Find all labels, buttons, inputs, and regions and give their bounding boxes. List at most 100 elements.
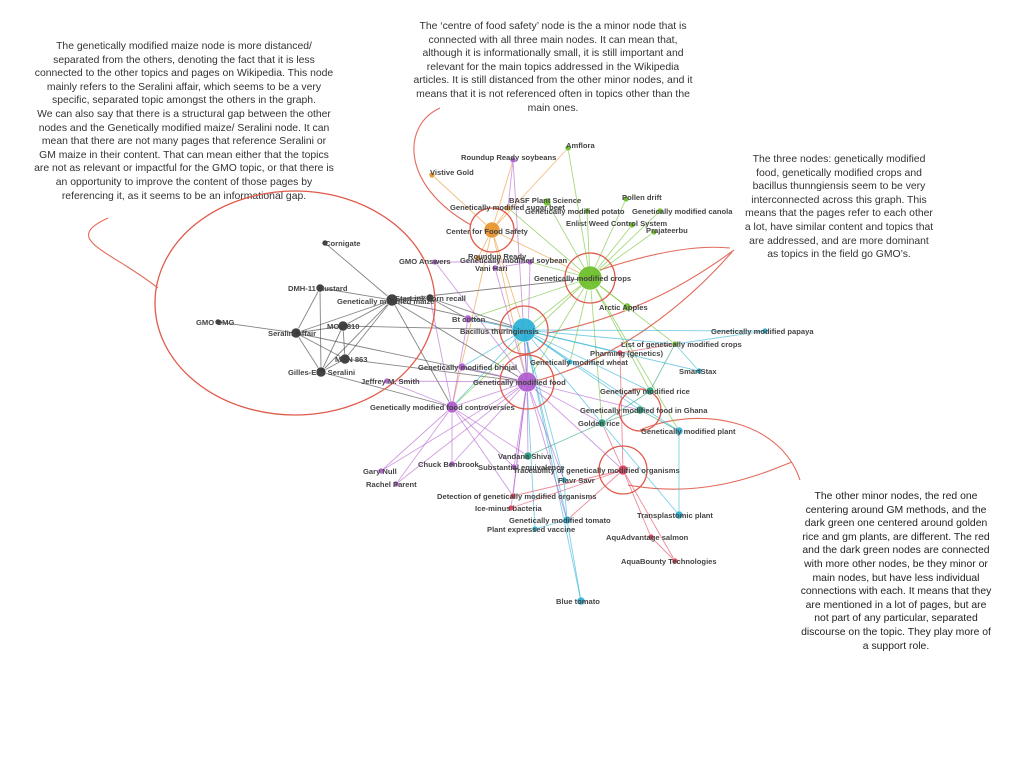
- node-vaccine[interactable]: [531, 525, 539, 533]
- node-label-soundready: Roundup Ready: [468, 252, 527, 261]
- edge-trace-golden: [601, 422, 624, 471]
- node-enlist[interactable]: [628, 221, 636, 229]
- edge-crops-listcrops: [589, 277, 676, 345]
- node-golden[interactable]: [597, 418, 607, 428]
- annotation-center-food-safety: The ‘centre of food safety’ node is the …: [413, 21, 693, 114]
- node-prajateerbu[interactable]: [650, 228, 658, 236]
- node-plant[interactable]: [674, 426, 684, 436]
- node-sugarbeet[interactable]: [504, 204, 512, 212]
- node-wheat[interactable]: [566, 358, 574, 366]
- node-trace[interactable]: [617, 464, 629, 476]
- node-canola[interactable]: [656, 207, 664, 215]
- callout-line-3: [547, 249, 735, 334]
- node-cfs[interactable]: [483, 221, 501, 239]
- node-vanhari[interactable]: [491, 264, 499, 272]
- node-pollen[interactable]: [622, 195, 630, 203]
- node-rice[interactable]: [645, 386, 655, 396]
- node-label-sugarbeet: Genetically modified sugar beet: [450, 203, 565, 212]
- edge-bt-plant: [523, 329, 680, 432]
- node-label-tomato: Genetically modified tomato: [509, 516, 611, 525]
- node-flavr[interactable]: [560, 476, 568, 484]
- node-label-flavr: Flavr Savr: [558, 476, 595, 485]
- node-label-basf: BASF Plant Science: [509, 196, 581, 205]
- node-transplast[interactable]: [674, 510, 684, 520]
- node-detection[interactable]: [509, 492, 517, 500]
- edge-gmmaize-ser: [295, 299, 393, 334]
- node-label-brinjal: Genetically modified brinjal: [418, 363, 517, 372]
- edge-crops-sugarbeet: [507, 207, 591, 279]
- node-aquab[interactable]: [671, 557, 679, 565]
- edge-gmmaize-food: [391, 299, 528, 383]
- node-pharming[interactable]: [616, 349, 624, 357]
- node-label-arctic: Arctic Apples: [599, 303, 648, 312]
- edge-ser-food: [295, 332, 528, 383]
- node-gmodmg[interactable]: [214, 318, 222, 326]
- edge-tomato-blue: [566, 519, 582, 602]
- node-label-detection: Detection of genetically modified organi…: [437, 492, 597, 501]
- node-controv[interactable]: [445, 400, 459, 414]
- node-rachel[interactable]: [392, 480, 400, 488]
- node-amflora[interactable]: [564, 144, 572, 152]
- edge-cfs-bt: [491, 229, 525, 331]
- highlight-ghana: [618, 388, 662, 432]
- node-label-vistive: Vistive Gold: [430, 168, 474, 177]
- highlight-trace: [598, 445, 648, 495]
- node-label-amflora: Amflora: [566, 141, 595, 150]
- edge-crops-controv: [451, 277, 591, 408]
- edge-gmmaize-gilles: [320, 299, 393, 373]
- edge-controv-detection: [451, 406, 514, 497]
- node-mon810[interactable]: [337, 320, 349, 332]
- node-chuck[interactable]: [448, 460, 456, 468]
- node-gmoans[interactable]: [431, 258, 439, 266]
- node-ser[interactable]: [290, 327, 302, 339]
- node-aquadv[interactable]: [647, 533, 655, 541]
- node-soundready[interactable]: [474, 254, 482, 262]
- edge-starlink-bt: [429, 297, 525, 331]
- node-starlink[interactable]: [425, 293, 435, 303]
- edge-gilles-controv: [320, 371, 453, 408]
- node-label-pharming: Pharming (genetics): [590, 349, 663, 358]
- node-label-vaccine: Plant expressed vaccine: [487, 525, 575, 534]
- graph-nodes: [214, 144, 769, 606]
- node-label-bt: Bacillus thuringiensis: [460, 327, 539, 336]
- node-ghana[interactable]: [635, 405, 645, 415]
- node-listcrops[interactable]: [671, 340, 679, 348]
- node-btcotton[interactable]: [463, 314, 473, 324]
- node-tomato[interactable]: [562, 515, 572, 525]
- node-papaya[interactable]: [761, 327, 769, 335]
- node-label-smartstax: SmartStax: [679, 367, 717, 376]
- node-bt[interactable]: [511, 317, 537, 343]
- node-substantial[interactable]: [510, 463, 518, 471]
- node-gilles[interactable]: [315, 366, 327, 378]
- node-label-trace: Traceability of genetically modified org…: [513, 466, 680, 475]
- node-arctic[interactable]: [622, 302, 632, 312]
- node-jeffrey[interactable]: [383, 377, 391, 385]
- node-soybean[interactable]: [526, 258, 534, 266]
- node-label-gmoans: GMO Answers: [399, 257, 451, 266]
- node-roundup[interactable]: [509, 156, 517, 164]
- node-gary[interactable]: [377, 467, 385, 475]
- node-iceminus[interactable]: [507, 504, 515, 512]
- edge-gilles-dmh: [319, 287, 322, 373]
- node-basf[interactable]: [542, 197, 552, 207]
- node-mon863[interactable]: [339, 353, 351, 365]
- node-brinjal[interactable]: [457, 362, 467, 372]
- edge-bt-papaya: [523, 329, 766, 332]
- node-crops[interactable]: [577, 265, 603, 291]
- node-potato[interactable]: [583, 207, 591, 215]
- edge-food-rachel: [395, 381, 528, 485]
- edge-food-gary: [380, 381, 528, 472]
- edge-food-vandana: [526, 381, 529, 457]
- node-smartstax[interactable]: [695, 367, 703, 375]
- node-corn[interactable]: [321, 239, 329, 247]
- edge-bt-controv: [451, 329, 525, 408]
- edge-controv-starlink: [429, 297, 453, 408]
- edge-food-iceminus: [510, 381, 528, 509]
- node-blue[interactable]: [576, 596, 586, 606]
- node-vandana[interactable]: [523, 451, 533, 461]
- node-label-cfs: Center for Food Safety: [446, 227, 529, 236]
- node-vistive[interactable]: [428, 171, 436, 179]
- node-dmh[interactable]: [315, 283, 325, 293]
- node-food[interactable]: [516, 371, 538, 393]
- node-gmmaize[interactable]: [385, 293, 399, 307]
